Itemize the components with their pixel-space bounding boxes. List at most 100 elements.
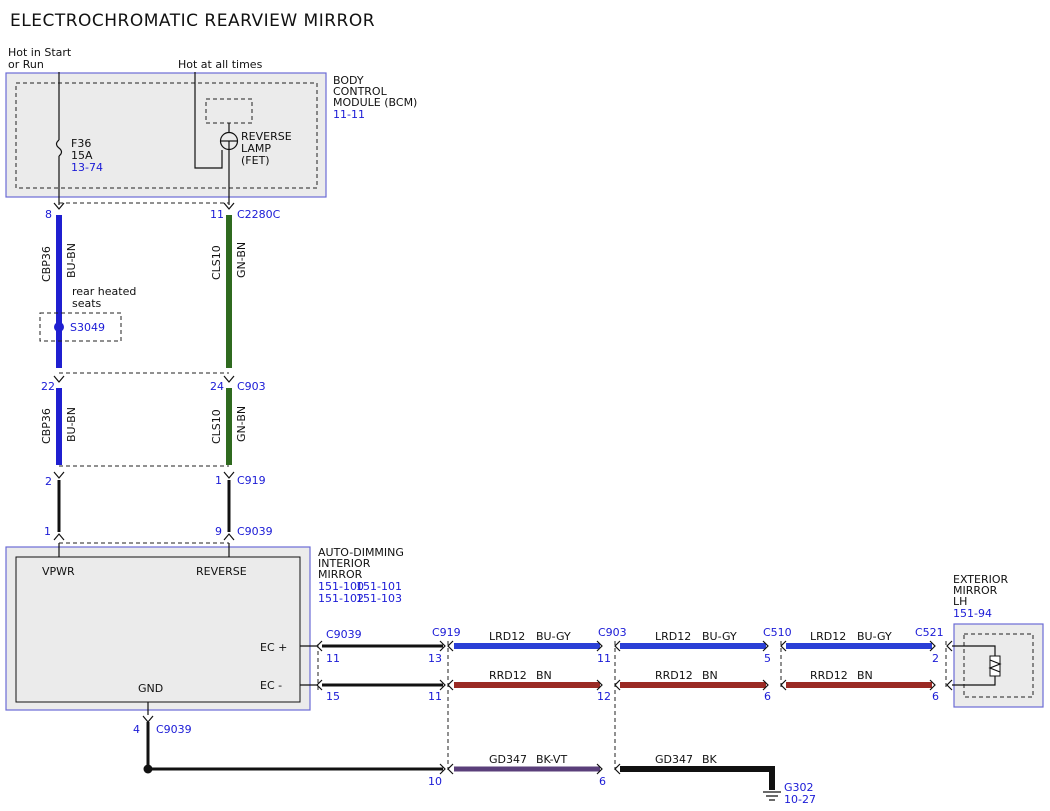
c9039-ec-name[interactable]: C9039	[326, 628, 362, 641]
ground-name[interactable]: G302	[784, 781, 814, 794]
hot-start-run-label-1: Hot in Start	[8, 46, 72, 59]
bcm-ref[interactable]: 11-11	[333, 108, 365, 121]
c2280c-pin-left: 8	[45, 208, 52, 221]
c521-pin-bottom: 6	[932, 690, 939, 703]
connector-c9039-ec: C9039 11 15	[300, 628, 362, 703]
c510-name[interactable]: C510	[763, 626, 792, 639]
c2280c-pin-right: 11	[210, 208, 224, 221]
cls10-circuit-lower: CLS10	[210, 409, 223, 444]
cbp36-color-lower: BU-BN	[65, 407, 78, 442]
c9039-ec-pin-bottom: 15	[326, 690, 340, 703]
c9039-top-name[interactable]: C9039	[237, 525, 273, 538]
connector-c9039-top: 1 9 C9039	[44, 525, 273, 544]
c919-top-pin-arrows	[53, 471, 235, 479]
exterior-name-1: EXTERIOR	[953, 573, 1009, 586]
c903-ec-right-arrows	[614, 640, 621, 691]
c9039-top-pin-left: 1	[44, 525, 51, 538]
c510-left-arrows	[762, 640, 769, 691]
mirror-pin-ec-plus: EC +	[260, 641, 287, 654]
ground-ref[interactable]: 10-27	[784, 793, 816, 806]
cbp36-circuit-upper: CBP36	[40, 246, 53, 282]
c903-top-name[interactable]: C903	[237, 380, 266, 393]
c510-pin-bottom: 6	[764, 690, 771, 703]
c919-gnd-right-arrow	[447, 763, 454, 775]
cbp36-circuit-lower: CBP36	[40, 408, 53, 444]
mirror-pin-reverse: REVERSE	[196, 565, 247, 578]
exterior-ref[interactable]: 151-94	[953, 607, 992, 620]
lrd12-color-seg1: BU-GY	[536, 630, 571, 643]
fuse-ref[interactable]: 13-74	[71, 161, 103, 174]
splice-s3049: rear heated seats S3049	[39, 285, 136, 342]
c903-gnd-left-arrow	[596, 763, 603, 775]
c903-top-pin-arrows	[53, 375, 235, 383]
bcm-module: BODY CONTROL MODULE (BCM) 11-11 F36 15A …	[5, 72, 417, 205]
lrd12-circuit-seg1: LRD12	[489, 630, 525, 643]
c903-top-pin-right: 24	[210, 380, 224, 393]
exterior-name-2: MIRROR	[953, 584, 998, 597]
c919-top-pin-right: 1	[215, 474, 222, 487]
mirror-name-1: AUTO-DIMMING	[318, 546, 404, 559]
connector-c919-ec: C919 13 11 10	[428, 626, 461, 788]
c9039-gnd-pin: 4	[133, 723, 140, 736]
heater-zigzag-icon	[988, 659, 1002, 673]
c919-ec-pin-top: 13	[428, 652, 442, 665]
c919-ec-name[interactable]: C919	[432, 626, 461, 639]
bcm-name-1: BODY	[333, 74, 364, 87]
rrd12-circuit-seg2: RRD12	[655, 669, 693, 682]
mirror-name-2: INTERIOR	[318, 557, 371, 570]
c919-top-pin-left: 2	[45, 475, 52, 488]
c903-ec-left-arrows	[596, 640, 603, 691]
c521-name[interactable]: C521	[915, 626, 944, 639]
c9039-ec-pin-arrows	[316, 640, 323, 691]
mirror-ref-1b[interactable]: 151-101	[356, 580, 402, 593]
hot-all-times-feed	[194, 72, 223, 169]
c903-ec-pin-gnd: 6	[599, 775, 606, 788]
c510-pin-top: 5	[764, 652, 771, 665]
ground-circuit: 4 C9039 GD347 BK-VT GD347 BK G302 10-27	[133, 702, 816, 806]
c919-gnd-left-arrow	[439, 763, 446, 775]
c903-ec-pin-top: 11	[597, 652, 611, 665]
splice-name[interactable]: S3049	[70, 321, 105, 334]
mirror-ref-2b[interactable]: 151-103	[356, 592, 402, 605]
c9039-gnd-arrow	[142, 715, 154, 723]
c903-gnd-right-arrow	[614, 763, 621, 775]
connector-c903-top: 22 24 C903	[41, 372, 266, 393]
lrd12-color-seg2: BU-GY	[702, 630, 737, 643]
c2280c-name[interactable]: C2280C	[237, 208, 281, 221]
bcm-name-3: MODULE (BCM)	[333, 96, 417, 109]
exterior-name-3: LH	[953, 595, 967, 608]
exterior-inner-box	[963, 633, 1034, 698]
splice-dot-icon	[54, 322, 64, 332]
c9039-top-pin-right: 9	[215, 525, 222, 538]
c919-ec-right-arrows	[447, 640, 454, 691]
fuse-rating: 15A	[71, 149, 93, 162]
fuse-f36-icon	[55, 139, 63, 157]
c919-ec-left-arrows	[439, 640, 446, 691]
mirror-ref-1a[interactable]: 151-100	[318, 580, 364, 593]
lrd12-color-seg3: BU-GY	[857, 630, 892, 643]
connector-c521: C521 2 6	[915, 626, 953, 703]
c919-ec-pin-gnd: 10	[428, 775, 442, 788]
rrd12-circuit-seg1: RRD12	[489, 669, 527, 682]
splice-label-2: seats	[72, 297, 102, 310]
c903-top-pin-left: 22	[41, 380, 55, 393]
connector-c903-ec: C903 11 12 6	[596, 626, 627, 788]
c521-left-arrows	[929, 640, 936, 691]
rrd12-color-seg1: BN	[536, 669, 552, 682]
exterior-lead-top	[952, 645, 996, 656]
c903-ec-name[interactable]: C903	[598, 626, 627, 639]
connector-c2280c: 8 11 C2280C	[45, 202, 281, 221]
fet-label-2: LAMP	[241, 142, 271, 155]
c919-top-name[interactable]: C919	[237, 474, 266, 487]
c9039-gnd-name[interactable]: C9039	[156, 723, 192, 736]
c919-ec-pin-bottom: 11	[428, 690, 442, 703]
c9039-ec-pin-top: 11	[326, 652, 340, 665]
mirror-pin-ec-minus: EC -	[260, 679, 282, 692]
fet-label-1: REVERSE	[241, 130, 292, 143]
mirror-ref-2a[interactable]: 151-102	[318, 592, 364, 605]
c521-pin-top: 2	[932, 652, 939, 665]
fet-label-3: (FET)	[241, 154, 270, 167]
hot-all-times-label: Hot at all times	[178, 58, 263, 71]
mirror-pin-vpwr: VPWR	[42, 565, 75, 578]
